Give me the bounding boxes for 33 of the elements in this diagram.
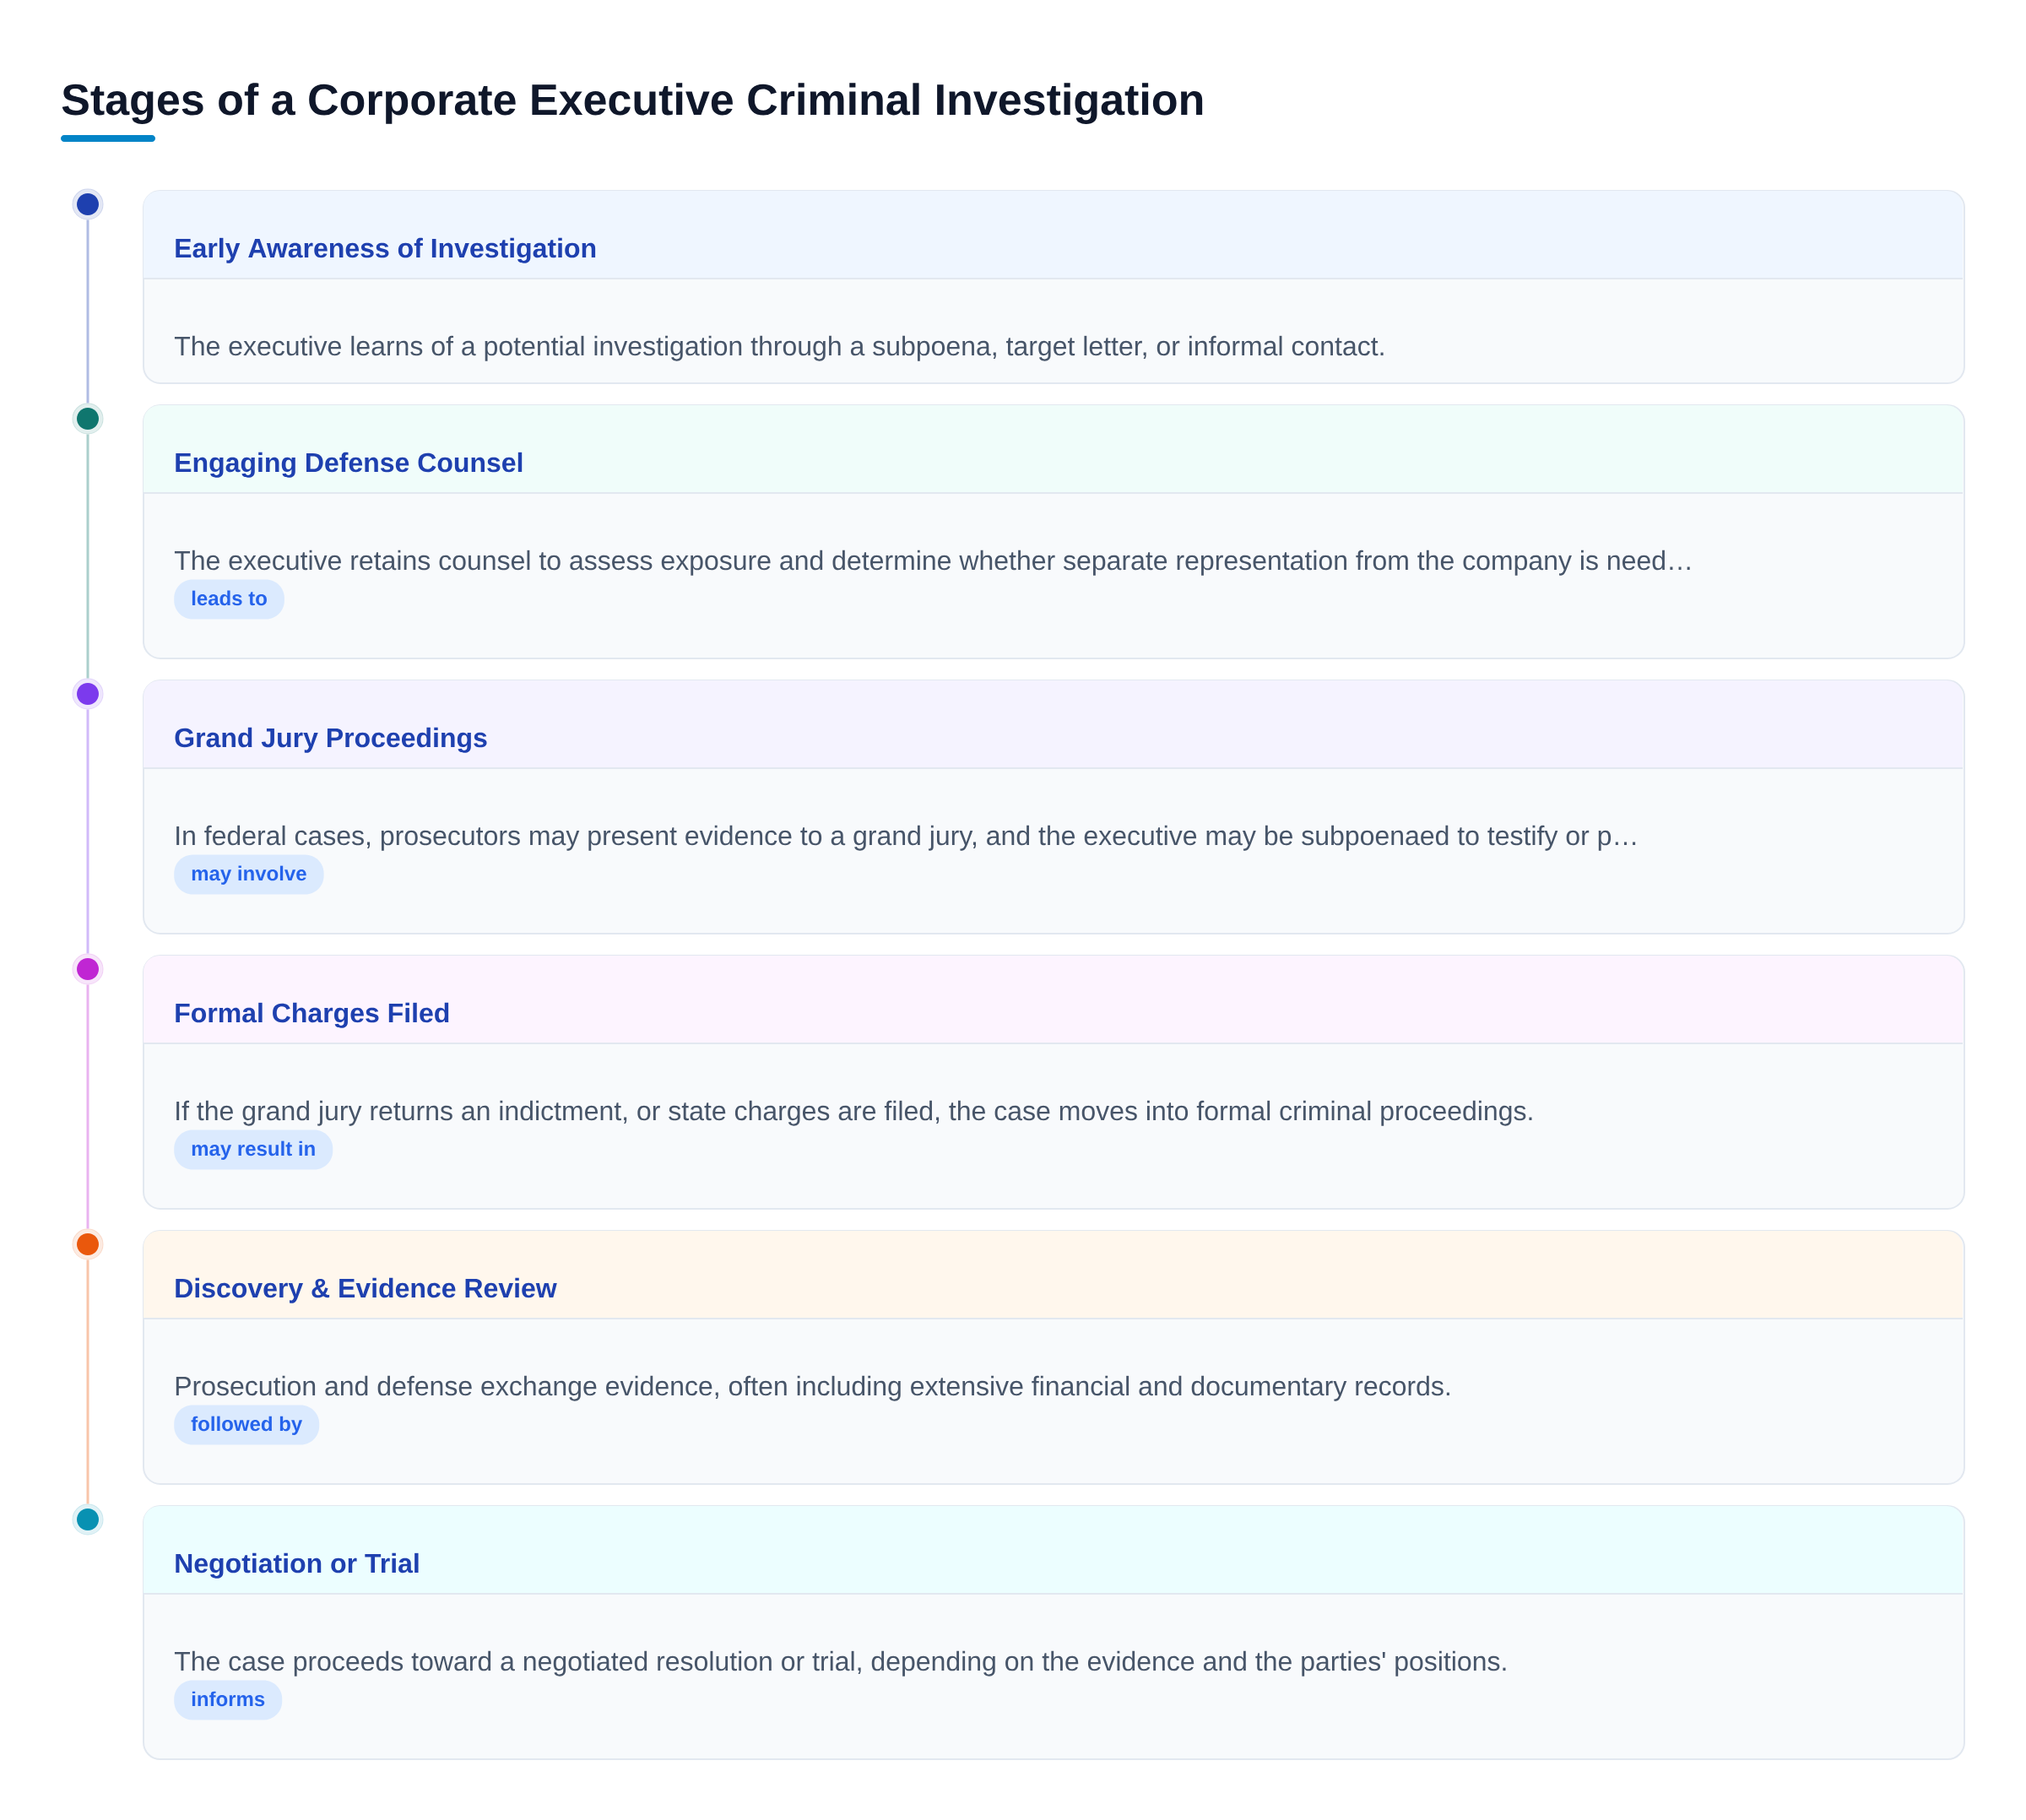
stage-title: Negotiation or Trial	[176, 1552, 419, 1579]
timeline-dot	[72, 678, 104, 710]
timeline-dot	[72, 1228, 104, 1260]
stage-description: The executive retains counsel to assess exposure and determine whether separate representation from the company is need…	[174, 550, 1690, 576]
stage-card	[143, 404, 1966, 659]
stage-description: If the grand jury returns an indictment, or state charges are filed, the case moves into formal criminal proceedings.	[176, 1100, 1532, 1126]
relation-tag: may involve	[174, 854, 324, 895]
timeline-line	[86, 984, 89, 1229]
stage-title: Early Awareness of Investigation	[176, 237, 596, 263]
timeline-dot	[72, 1503, 104, 1536]
stage-title: Grand Jury Proceedings	[175, 727, 487, 753]
stage-description: In federal cases, prosecutors may present evidence to a grand jury, and the executive may be subpoenaed to testify or p…	[176, 825, 1636, 851]
stage-title: Formal Charges Filed	[176, 1002, 449, 1028]
stage-card	[143, 955, 1966, 1210]
relation-tag: followed by	[174, 1405, 320, 1445]
timeline-line	[86, 709, 89, 954]
stage-card	[143, 1230, 1966, 1486]
stage-description: Prosecution and defense exchange evidence, often including extensive financial and documentary records.	[176, 1375, 1449, 1401]
timeline-line	[86, 1259, 89, 1504]
title: Stages of a Corporate Executive Criminal Investigation	[62, 83, 1203, 125]
stage-card	[143, 1505, 1966, 1761]
timeline-line	[86, 434, 89, 679]
stage-description: The case proceeds toward a negotiated resolution or trial, depending on the evidence and the parties' positions.	[174, 1650, 1506, 1676]
relation-tag: may result in	[174, 1129, 333, 1170]
stage-title: Engaging Defense Counsel	[176, 452, 523, 478]
timeline-dot	[72, 953, 104, 985]
stage-card	[143, 680, 1966, 934]
stage-card	[143, 190, 1966, 384]
timeline-line	[86, 219, 89, 404]
stage-title: Discovery & Evidence Review	[176, 1277, 557, 1303]
timeline-dot	[72, 188, 104, 220]
stage-description: The executive learns of a potential investigation through a subpoena, target letter, or informal contact.	[174, 335, 1384, 361]
timeline-dot	[72, 403, 104, 435]
